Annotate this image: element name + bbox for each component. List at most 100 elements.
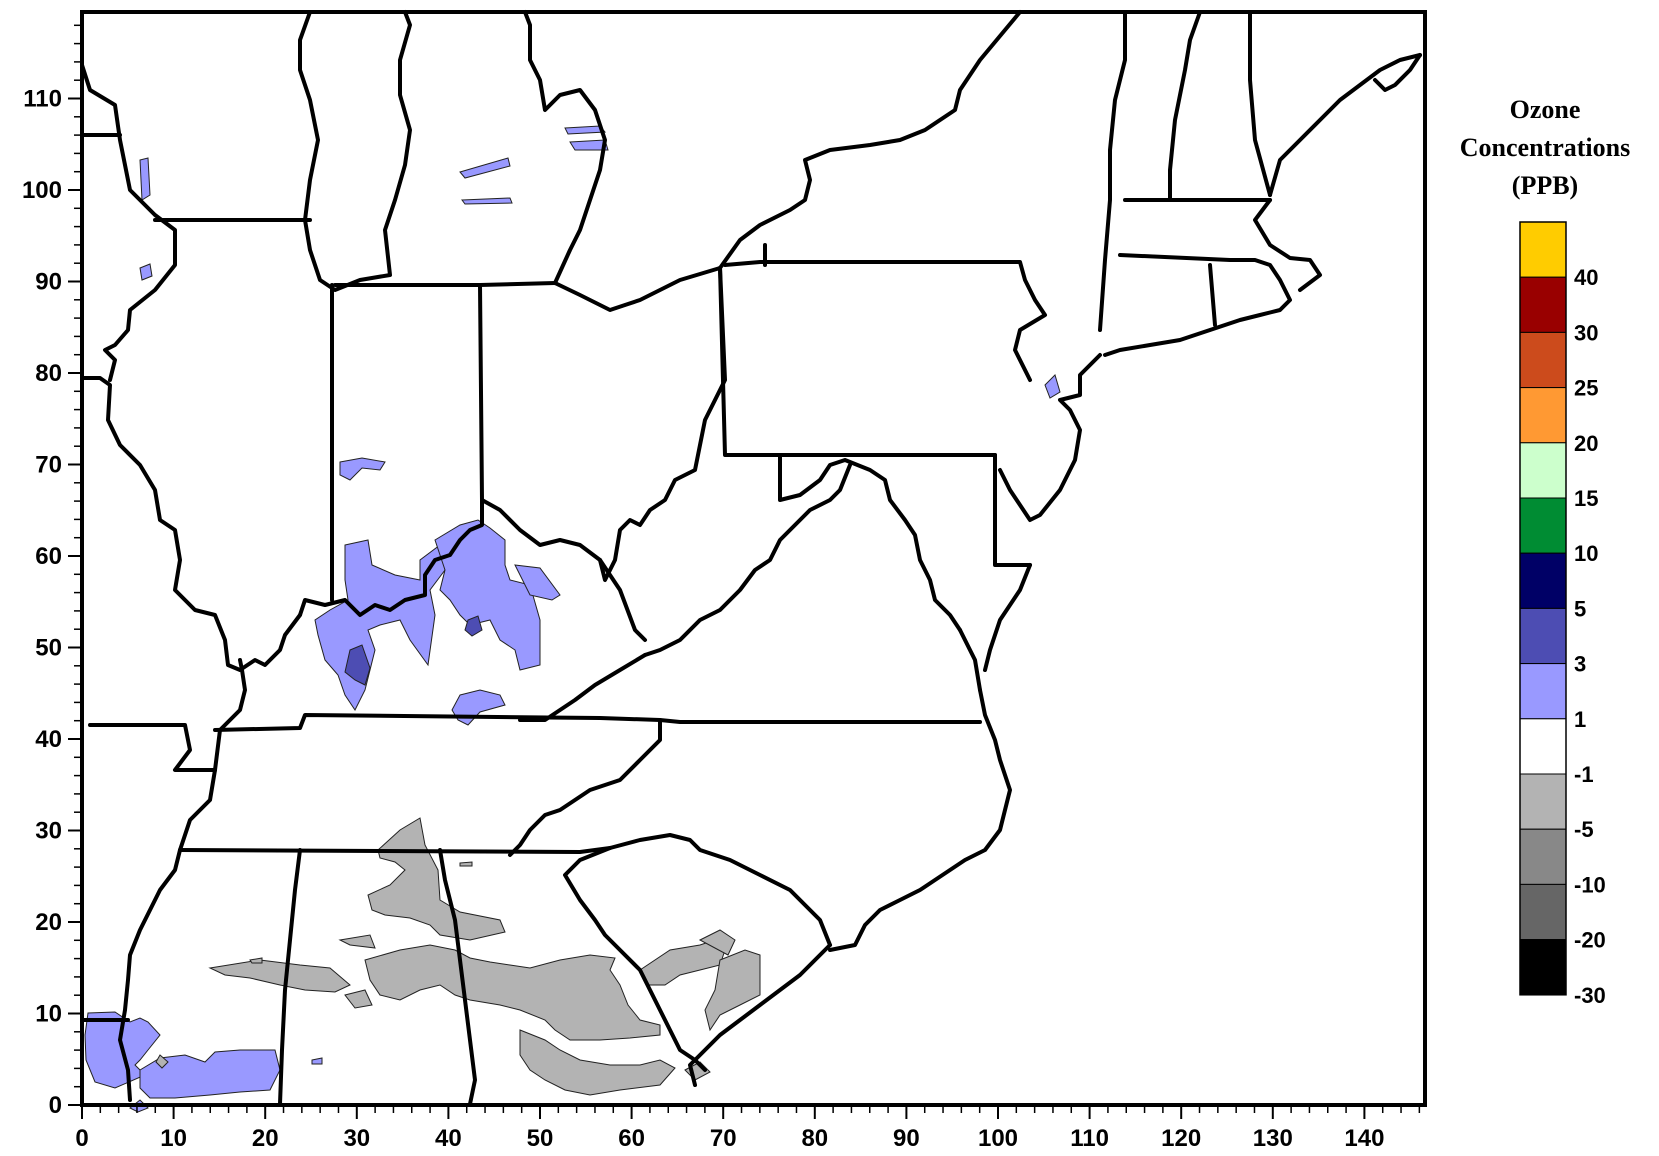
legend-label: 20 [1574,431,1598,456]
state-boundary [1168,10,1202,202]
state-boundary [478,283,647,642]
positive-patch [314,539,446,711]
legend-label: -20 [1574,928,1606,953]
positive-strong-patch [344,644,371,686]
state-boundary [828,688,1012,952]
state-boundary [778,453,962,632]
y-tick-label: 40 [35,726,62,753]
negative-patch [364,944,661,1041]
positive-patch [139,263,153,281]
x-tick-label: 60 [618,1125,645,1152]
negative-patch [208,959,351,993]
state-boundary [213,713,982,732]
y-tick-label: 0 [49,1092,62,1119]
negative-patch [698,929,736,956]
y-tick-label: 110 [23,86,62,113]
legend-label: -10 [1574,872,1606,897]
y-tick-label: 10 [35,1001,62,1028]
state-boundary [958,628,982,692]
legend-swatch [1519,331,1567,389]
legend-label: -30 [1574,983,1606,1008]
y-tick-label: 100 [22,177,62,204]
state-boundary [298,498,484,617]
x-tick-label: 140 [1344,1125,1384,1152]
legend-label: 3 [1574,652,1586,677]
state-boundary [118,848,182,1102]
state-boundary [278,848,302,1106]
legend-label: 5 [1574,596,1586,621]
negative-patch [519,1029,676,1096]
negative-patch [367,817,506,941]
legend-swatch [1519,828,1567,885]
legend-swatch [1519,773,1567,830]
state-boundary [563,846,707,1072]
legend-swatch [1519,221,1567,278]
state-boundary [688,943,832,1087]
legend-swatch [1519,939,1567,996]
x-tick-label: 20 [252,1125,279,1152]
negative-patch [249,957,263,964]
state-boundary [178,768,217,852]
x-tick-label: 40 [435,1125,462,1152]
legend-label: 1 [1574,707,1586,732]
state-boundary [438,848,477,1106]
x-tick-label: 90 [893,1125,920,1152]
legend-label: -1 [1574,762,1594,787]
state-boundary [993,453,1032,567]
state-boundary [608,833,832,947]
legend-swatch [1519,497,1567,554]
x-tick-label: 110 [1070,1125,1109,1152]
legend-swatch [1519,883,1567,941]
y-tick-label: 50 [35,635,62,662]
y-tick-label: 60 [35,543,62,570]
positive-patch [1044,374,1061,399]
legend-title-line-1: Ozone [1510,95,1581,124]
positive-patch [459,157,511,179]
negative-patch [459,861,473,867]
y-tick-label: 30 [35,818,62,845]
x-tick-label: 120 [1161,1125,1201,1152]
state-boundary [1253,198,1322,292]
legend-bar-outline [1519,221,1567,996]
positive-patch [451,689,506,726]
x-tick-label: 50 [527,1125,554,1152]
legend-label: 15 [1574,486,1598,511]
positive-1-3-regions [84,125,1061,1113]
positive-strong-patch [464,615,483,637]
legend-swatch [1519,663,1567,720]
x-tick-label: 80 [801,1125,828,1152]
state-boundary [983,563,1032,672]
x-tick-label: 70 [710,1125,737,1152]
negative-1-5-regions [155,817,761,1096]
y-tick-label: 20 [35,909,62,936]
state-boundary [178,846,612,854]
state-borders [80,10,1422,1106]
state-boundary [598,266,727,582]
positive-patch [569,139,609,151]
x-tick-label: 0 [75,1125,88,1152]
state-boundary [523,10,607,285]
legend-swatch [1519,718,1567,775]
negative-patch [704,949,761,1032]
legend: Ozone Concentrations (PPB) 4030252015105… [1460,95,1630,1008]
x-tick-label: 130 [1253,1125,1293,1152]
positive-patch [434,519,541,671]
positive-patch [564,125,607,135]
legend-title-line-2: Concentrations [1460,133,1630,162]
y-tick-label: 90 [35,269,62,296]
state-boundary [333,281,557,287]
legend-label: 10 [1574,541,1598,566]
legend-swatch [1519,387,1567,444]
state-boundary [723,260,1047,382]
negative-patch [155,1054,169,1069]
state-boundary [298,10,412,292]
legend-label: 25 [1574,376,1598,401]
legend-label: -5 [1574,817,1594,842]
positive-patch [514,564,561,601]
negative-patch [344,989,373,1009]
x-tick-label: 10 [160,1125,187,1152]
state-boundary [718,266,997,457]
